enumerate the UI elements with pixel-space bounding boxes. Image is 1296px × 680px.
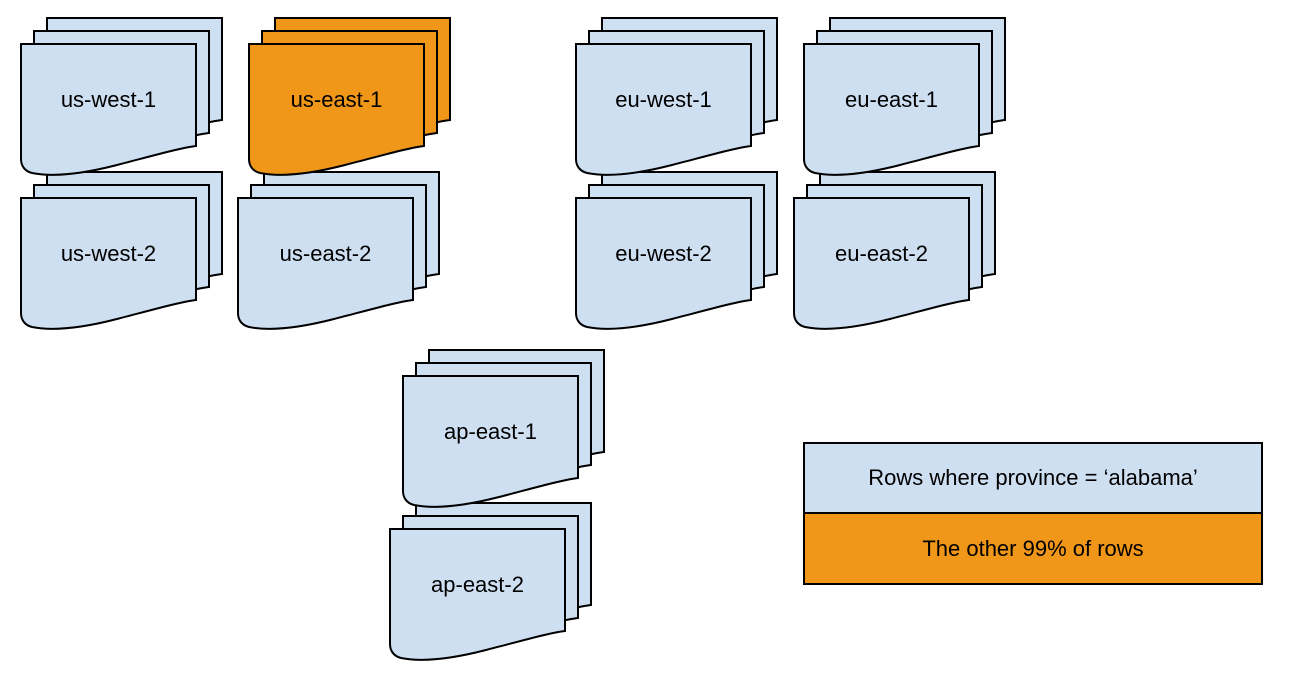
legend-row-alabama: Rows where province = ‘alabama’ [805, 444, 1261, 512]
document-stack-icon [803, 17, 1006, 176]
document-stack-icon [402, 349, 605, 508]
region-stack-eu-east-2: eu-east-2 [793, 171, 997, 335]
region-stack-eu-east-1: eu-east-1 [803, 17, 1007, 181]
legend-label: Rows where province = ‘alabama’ [868, 465, 1198, 490]
document-stack-icon [237, 171, 440, 330]
document-stack-icon [793, 171, 996, 330]
document-stack-icon [575, 171, 778, 330]
legend-row-other-rows: The other 99% of rows [805, 512, 1261, 583]
document-stack-icon [389, 502, 592, 661]
region-stack-us-east-2: us-east-2 [237, 171, 441, 335]
region-stack-us-west-1: us-west-1 [20, 17, 224, 181]
region-stack-us-west-2: us-west-2 [20, 171, 224, 335]
region-stack-eu-west-2: eu-west-2 [575, 171, 779, 335]
document-stack-icon [248, 17, 451, 176]
region-stack-eu-west-1: eu-west-1 [575, 17, 779, 181]
document-stack-icon [20, 171, 223, 330]
region-stack-ap-east-2: ap-east-2 [389, 502, 593, 666]
region-stack-ap-east-1: ap-east-1 [402, 349, 606, 513]
document-stack-icon [20, 17, 223, 176]
legend: Rows where province = ‘alabama’ The othe… [803, 442, 1263, 585]
document-stack-icon [575, 17, 778, 176]
legend-label: The other 99% of rows [922, 535, 1144, 561]
region-stack-us-east-1: us-east-1 [248, 17, 452, 181]
